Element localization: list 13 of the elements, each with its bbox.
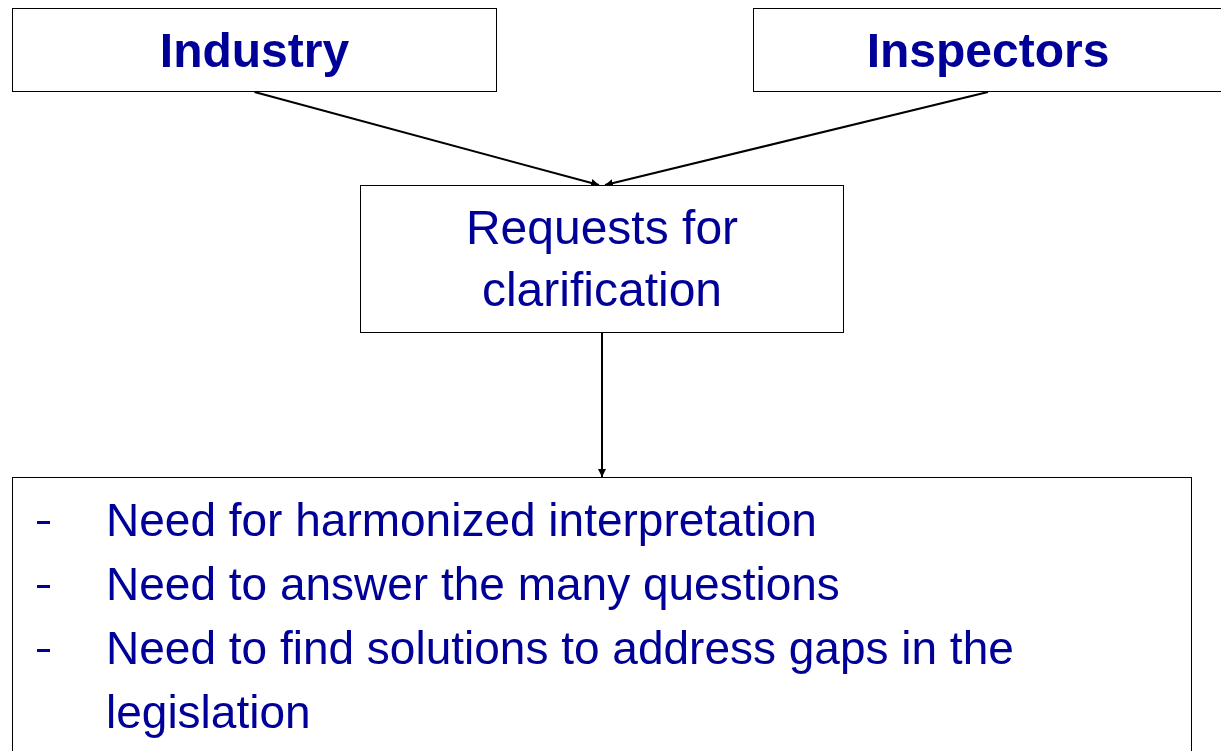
list-item: Need to find solutions to address gaps in the legislation (106, 621, 1015, 740)
arrow (253, 91, 600, 187)
process-box (753, 8, 1221, 92)
note-box (12, 477, 1192, 751)
arrow (598, 332, 606, 478)
node-label: Industry (159, 22, 350, 78)
node-label: Requests for clarification (464, 200, 740, 318)
list-item: Need to answer the many questions (106, 557, 840, 612)
arrow (604, 91, 989, 187)
process-box (12, 8, 497, 92)
list-item: Need for harmonized interpretation (106, 493, 817, 548)
node-label: Inspectors (866, 22, 1110, 78)
process-box (360, 185, 844, 333)
